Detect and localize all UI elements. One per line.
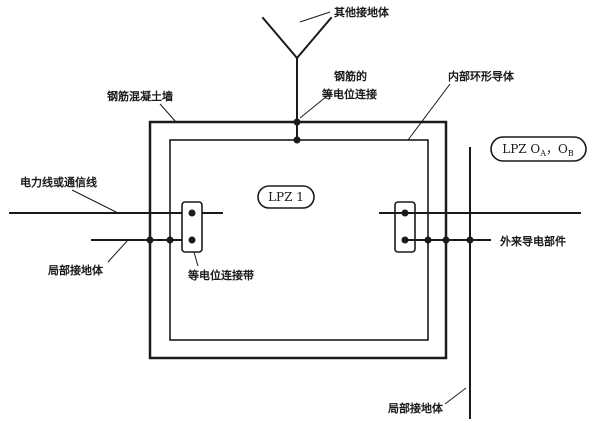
rebar-bonding-node-bottom (293, 136, 301, 144)
inner-ring-label: 内部环形导体 (448, 69, 515, 83)
local-earth-left-leader (107, 239, 129, 263)
other-earth-label: 其他接地体 (334, 5, 390, 19)
lpz0-zone-sub-b: B (568, 149, 574, 158)
rebar-bonding-node-top (293, 118, 301, 126)
bonding-bar-left-terminal-bottom (188, 236, 196, 244)
lpz0-zone-sep: ，O (546, 142, 568, 156)
left-wall-node (146, 236, 154, 244)
bonding-bar-label: 等电位连接带 (187, 268, 254, 282)
right-wall-node (442, 236, 450, 244)
other-earth-leader (299, 11, 331, 23)
bonding-bar-leader (193, 251, 199, 267)
lpz0-zone-prefix: LPZ O (502, 142, 540, 156)
external-conductive-label: 外来导电部件 (499, 234, 566, 248)
lpz1-zone-label: LPZ 1 (268, 190, 304, 204)
local-earth-left-label: 局部接地体 (47, 263, 104, 277)
inner-ring-conductor (169, 139, 429, 341)
lpz0-zone-label: LPZ OA，OB (502, 142, 574, 158)
local-earth-bottom-leader (444, 387, 467, 405)
bonding-bar-left (181, 201, 203, 253)
lpz1-zone-marker (257, 185, 315, 209)
lpz0-zone-marker (490, 136, 587, 162)
left-ring-node (166, 236, 174, 244)
power-line-leader (71, 189, 119, 214)
rebar-bonding-label-line2: 等电位连接 (321, 87, 377, 101)
power-line-label: 电力线或通信线 (20, 175, 97, 189)
rebar-bonding-leader (299, 91, 333, 119)
rebar-bonding-label-line1: 钢筋的 (334, 69, 367, 83)
bonding-bar-left-terminal-top (188, 209, 196, 217)
right-ring-node (424, 236, 432, 244)
concrete-wall-leader (159, 103, 177, 123)
local-earth-bottom-label: 局部接地体 (387, 401, 444, 415)
concrete-wall-label: 钢筋混凝土墙 (107, 89, 173, 103)
antenna-symbol (261, 16, 333, 141)
lpz0-zone-sub-a: A (539, 149, 546, 158)
inner-ring-leader (407, 83, 451, 141)
